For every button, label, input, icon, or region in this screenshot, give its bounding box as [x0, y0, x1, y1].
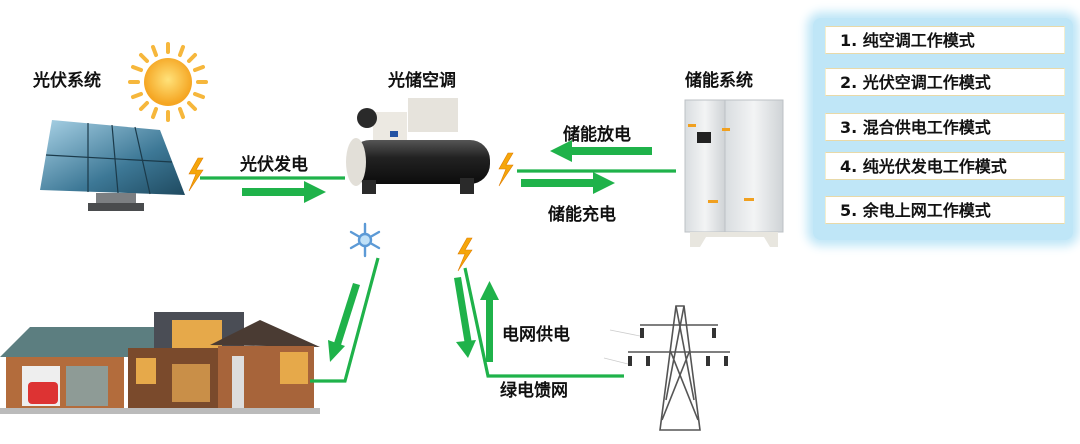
lightning-icon	[457, 237, 473, 272]
lightning-icon	[498, 152, 514, 187]
chiller-icon	[346, 98, 490, 194]
storage-cabinet-icon	[684, 99, 784, 247]
arrow-icon	[328, 283, 360, 362]
arrow-icon	[242, 181, 326, 203]
storage-system-label: 储能系统	[685, 71, 753, 91]
storage-discharge-label: 储能放电	[563, 125, 631, 145]
sun-icon	[128, 42, 208, 122]
mode-item-1: 1. 纯空调工作模式	[825, 26, 1065, 54]
arrow-icon	[454, 277, 476, 358]
pv-ac-label: 光储空调	[388, 71, 456, 91]
pv-system-label: 光伏系统	[33, 71, 101, 91]
mode-list-panel: 1. 纯空调工作模式 2. 光伏空调工作模式 3. 混合供电工作模式 4. 纯光…	[813, 18, 1073, 240]
solar-panel-icon	[40, 120, 185, 211]
green-feed-label: 绿电馈网	[500, 381, 568, 401]
lightning-icon	[188, 157, 204, 192]
arrow-icon	[550, 140, 652, 162]
mode-item-5: 5. 余电上网工作模式	[825, 196, 1065, 224]
house-icon	[0, 312, 320, 414]
mode-item-2: 2. 光伏空调工作模式	[825, 68, 1065, 96]
pv-generation-label: 光伏发电	[240, 155, 308, 175]
flow-line-house	[310, 257, 380, 383]
power-tower-icon	[603, 305, 730, 431]
flow-line-grid	[463, 267, 624, 378]
mode-item-4: 4. 纯光伏发电工作模式	[825, 152, 1065, 180]
arrow-icon	[480, 281, 499, 362]
storage-charge-label: 储能充电	[548, 205, 616, 225]
mode-item-3: 3. 混合供电工作模式	[825, 113, 1065, 141]
grid-supply-label: 电网供电	[502, 325, 570, 345]
arrow-icon	[521, 172, 615, 194]
snowflake-icon	[349, 222, 381, 258]
